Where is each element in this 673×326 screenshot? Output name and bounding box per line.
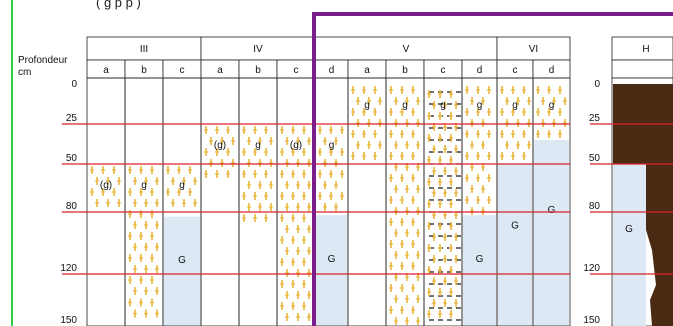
h-depth-tick-label: 50 bbox=[589, 153, 601, 164]
h-depth-tick-label: 120 bbox=[583, 263, 600, 274]
gley-zone bbox=[498, 164, 532, 326]
h-depth-tick-label: 80 bbox=[589, 201, 601, 212]
mottle-zone bbox=[318, 126, 344, 211]
depth-tick-label: 80 bbox=[66, 201, 78, 212]
sub-column-label: d bbox=[549, 65, 555, 76]
sub-column-label: b bbox=[402, 65, 408, 76]
sub-column-label: a bbox=[103, 65, 109, 76]
sub-column-label: c bbox=[180, 65, 185, 76]
horizon-letter: g bbox=[512, 100, 518, 111]
horizon-letter: g bbox=[402, 100, 408, 111]
depth-tick-label: 25 bbox=[66, 113, 78, 124]
sub-column-label: b bbox=[141, 65, 147, 76]
horizon-letter: G bbox=[178, 255, 186, 266]
gley-zone bbox=[164, 217, 200, 326]
mottle-zone bbox=[389, 86, 420, 325]
horizon-letter: G bbox=[511, 221, 519, 232]
horizon-letter: (g) bbox=[214, 140, 226, 151]
gley-zone bbox=[463, 215, 496, 326]
sub-column-label: c bbox=[294, 65, 299, 76]
horizon-letter: g bbox=[255, 140, 261, 151]
group-label: V bbox=[403, 44, 410, 55]
sub-column-label: c bbox=[513, 65, 518, 76]
h-depth-tick-label: 25 bbox=[589, 113, 601, 124]
sub-column-label: a bbox=[217, 65, 223, 76]
group-label: IV bbox=[253, 44, 263, 55]
h-depth-tick-label: 0 bbox=[594, 79, 600, 90]
mottle-zone bbox=[500, 86, 531, 160]
gley-zone bbox=[534, 140, 569, 326]
horizon-letter: g bbox=[364, 100, 370, 111]
profile-column bbox=[239, 78, 277, 326]
sub-column-label: d bbox=[477, 65, 483, 76]
sub-column-label: d bbox=[329, 65, 335, 76]
profile-column bbox=[277, 78, 315, 326]
h-header-label: H bbox=[642, 44, 649, 55]
h-gley-letter: G bbox=[625, 224, 633, 235]
group-label: III bbox=[140, 44, 148, 55]
horizon-letter: (g) bbox=[290, 140, 302, 151]
h-gley-zone bbox=[613, 164, 646, 326]
mottle-zone bbox=[204, 126, 235, 178]
horizon-letter: g bbox=[141, 180, 147, 191]
horizon-letter: G bbox=[328, 254, 336, 265]
horizon-letter: G bbox=[476, 254, 484, 265]
horizon-letter: g bbox=[549, 100, 555, 111]
mottle-zone bbox=[128, 299, 159, 318]
sub-column-label: c bbox=[441, 65, 446, 76]
horizon-letter: g bbox=[179, 180, 185, 191]
h-depth-tick-label: 150 bbox=[583, 315, 600, 326]
profile-column bbox=[201, 78, 239, 326]
horizon-letter: g bbox=[477, 100, 483, 111]
mottle-zone bbox=[280, 126, 311, 321]
sub-column-label: a bbox=[364, 65, 370, 76]
horizon-letter: g bbox=[329, 140, 335, 151]
gley-zone bbox=[316, 215, 347, 326]
depth-tick-label: 0 bbox=[71, 79, 77, 90]
mottle-zone bbox=[351, 86, 382, 160]
sub-column-label: b bbox=[255, 65, 261, 76]
mottle-zone bbox=[536, 86, 567, 138]
depth-tick-label: 120 bbox=[60, 263, 77, 274]
h-sub-header-cell bbox=[612, 60, 673, 78]
horizon-letter: (g) bbox=[100, 180, 112, 191]
group-label: VI bbox=[529, 44, 538, 55]
depth-tick-label: 150 bbox=[60, 315, 77, 326]
depth-tick-label: 50 bbox=[66, 153, 78, 164]
horizon-letter: g bbox=[440, 100, 446, 111]
horizon-letter: G bbox=[548, 205, 556, 216]
